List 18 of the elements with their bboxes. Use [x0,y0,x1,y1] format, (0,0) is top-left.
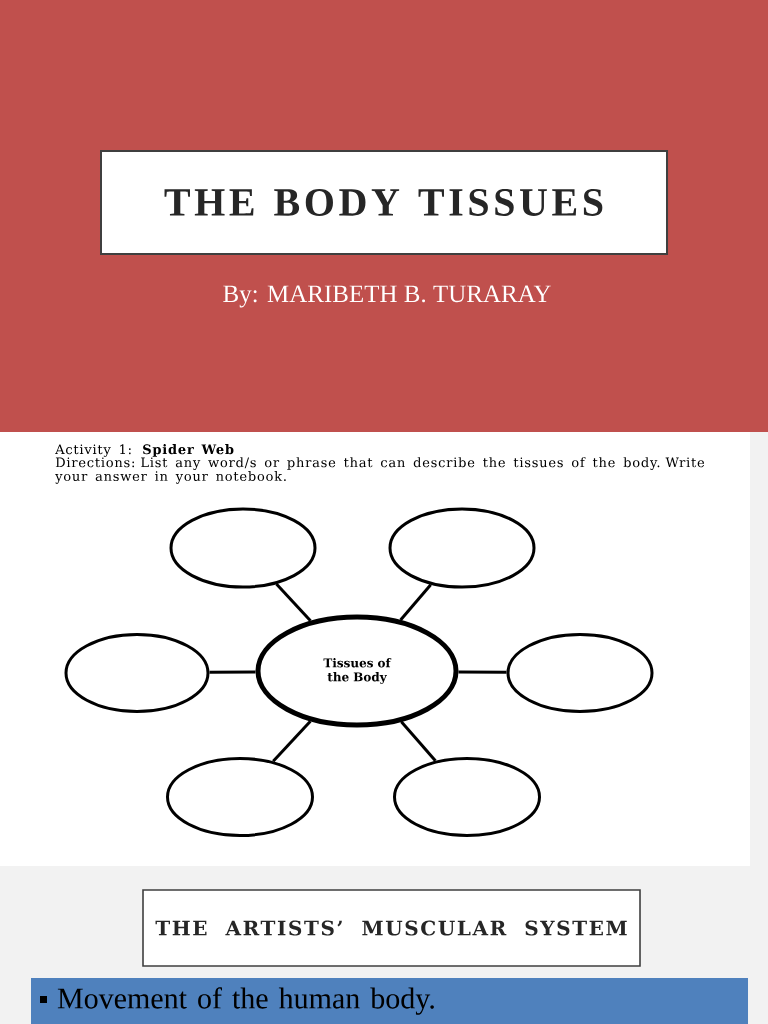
connector-line [458,670,507,674]
connector-line [272,720,312,763]
title-box: THE BODY TISSUES [100,150,668,255]
connector-line [275,583,312,622]
activity-heading: Activity 1: Spider Web [55,444,234,457]
answer-ellipse [506,633,654,713]
connector-line [399,583,432,621]
answer-ellipse [64,633,210,713]
answer-ellipse [388,507,536,589]
answer-ellipse [166,757,314,837]
connector-line [209,670,256,674]
answer-ellipse [393,757,541,837]
bullet-panel: Movement of the human body. [31,978,748,1024]
directions-text: Directions: List any word/s or phrase that can describe the tissues of the body. Write your answer in your notebook. [55,457,705,484]
connector-line [400,720,437,762]
answer-ellipse [169,507,317,589]
heading-box: THE ARTISTS’ MUSCULAR SYSTEM [142,889,641,967]
author-line: By: MARIBETH B. TURARAY [223,285,551,308]
